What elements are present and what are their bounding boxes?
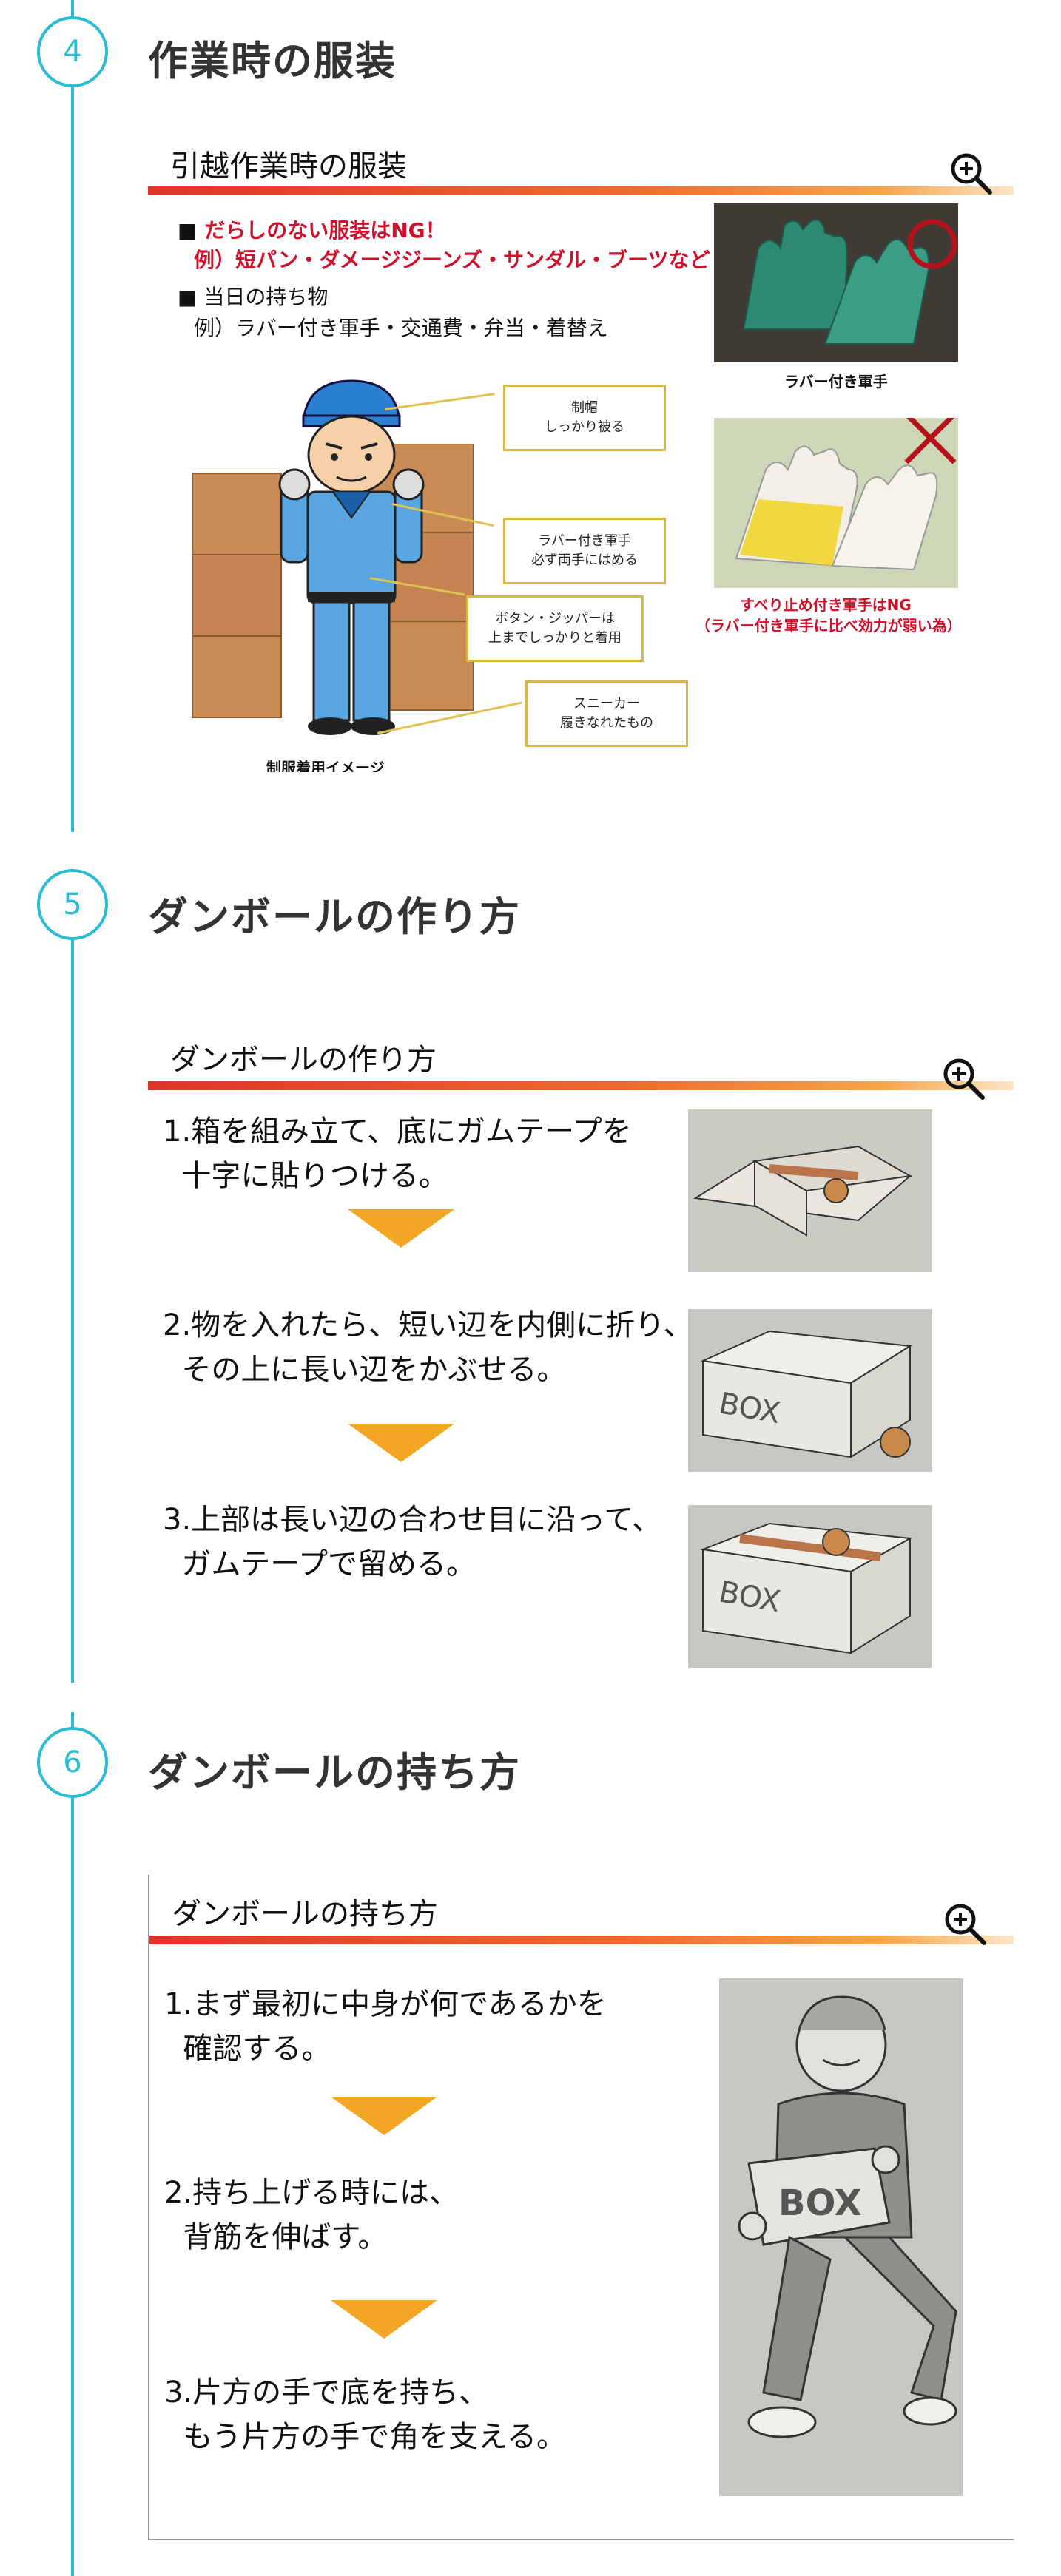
carrying-step-2: 2.持ち上げる時には、 背筋を伸ばす。 [164, 2176, 459, 2254]
uniform-figure-caption: 制服着用イメージ [266, 759, 385, 772]
man-carrying-box-illustration: BOX [719, 1978, 963, 2496]
bullet-belongings-examples: 例）ラバー付き軍手・交通費・弁当・着替え [194, 316, 608, 340]
slide-title-underline [149, 1936, 1014, 1944]
slide-title-underline [148, 186, 1014, 195]
callout-text: ラバー付き軍手 必ず両手にはめる [531, 533, 638, 568]
bullet-marker: ■ [178, 218, 198, 243]
step-number-circle: 4 [37, 16, 108, 87]
ok-circle-icon [907, 219, 957, 269]
non-slip-gloves-caption: すべり止め付き軍手はNG [740, 596, 912, 614]
callout-gloves: ラバー付き軍手 必ず両手にはめる [503, 518, 666, 584]
timeline-line [71, 1712, 74, 2576]
section-title: ダンボールの作り方 [148, 893, 521, 940]
box-flaps-folding-photo: BOX [688, 1309, 932, 1472]
bullet-marker: ■ [178, 285, 198, 309]
rubber-gloves-photo [714, 203, 958, 362]
zoom-in-icon[interactable] [941, 1900, 988, 1947]
slide-title: 引越作業時の服装 [170, 149, 407, 183]
callout-sneakers: スニーカー 履きなれたもの [525, 680, 688, 747]
zoom-in-icon[interactable] [947, 149, 994, 197]
callout-text: スニーカー 履きなれたもの [560, 696, 653, 731]
slide-title: ダンボールの作り方 [170, 1043, 437, 1077]
box-bottom-taping-photo [688, 1109, 932, 1272]
assembly-step-1: 1.箱を組み立て、底にガムテープを 十字に貼りつける。 [163, 1115, 632, 1193]
step-number-circle: 5 [37, 869, 108, 940]
assembly-step-2: 2.物を入れたら、短い辺を内側に折り、 その上に長い辺をかぶせる。 [163, 1308, 693, 1387]
bullet-text: だらしのない服装はNG！ [204, 218, 446, 243]
down-arrow-icon [348, 1424, 454, 1462]
box-label: BOX [778, 2183, 862, 2224]
box-top-taping-photo: BOX [688, 1505, 932, 1668]
slide-box-assembly: ダンボールの作り方 1.箱を組み立て、底にガムテープを 十字に貼りつける。 2.… [148, 1013, 1014, 1679]
callout-buttons: ボタン・ジッパーは 上までしっかりと着用 [466, 595, 644, 662]
section-title: 作業時の服装 [148, 38, 397, 84]
step-number-circle: 6 [37, 1727, 108, 1798]
callout-text: 制帽 しっかり被る [545, 400, 624, 435]
non-slip-gloves-caption-note: （ラバー付き軍手に比べ効力が弱い為） [695, 617, 962, 635]
down-arrow-icon [331, 2097, 437, 2135]
slide-box-carrying: ダンボールの持ち方 1.まず最初に中身が何であるかを 確認する。 2.持ち上げる… [148, 1875, 1014, 2540]
down-arrow-icon [331, 2300, 437, 2339]
carrying-step-3: 3.片方の手で底を持ち、 もう片方の手で角を支える。 [164, 2376, 567, 2454]
bullet-text: 当日の持ち物 [203, 285, 329, 309]
zoom-in-icon[interactable] [940, 1055, 987, 1102]
down-arrow-icon [348, 1209, 454, 1248]
timeline-line [71, 0, 74, 832]
bullet-ng-examples: 例）短パン・ダメージジーンズ・サンダル・ブーツなど [194, 248, 710, 272]
timeline-line [71, 869, 74, 1683]
bullet-ng-clothing: ■ だらしのない服装はNG！ [178, 214, 446, 244]
cardboard-boxes-illustration [192, 444, 474, 718]
section-title: ダンボールの持ち方 [148, 1749, 521, 1796]
assembly-step-3: 3.上部は長い辺の合わせ目に沿って、 ガムテープで留める。 [163, 1503, 662, 1581]
slide-title: ダンボールの持ち方 [172, 1897, 438, 1931]
bullet-belongings: ■ 当日の持ち物 [178, 281, 328, 311]
callout-cap: 制帽 しっかり被る [503, 385, 666, 451]
ng-cross-icon [904, 418, 957, 464]
non-slip-gloves-photo [714, 418, 958, 588]
glove-icon [742, 219, 930, 345]
callout-text: ボタン・ジッパーは 上までしっかりと着用 [488, 611, 622, 646]
carrying-step-1: 1.まず最初に中身が何であるかを 確認する。 [164, 1987, 607, 2066]
rubber-gloves-caption: ラバー付き軍手 [784, 373, 888, 391]
worker-in-uniform-illustration [278, 379, 425, 735]
slide-work-clothing: 引越作業時の服装 ■ だらしのない服装はNG！ 例）短パン・ダメージジーンズ・サ… [148, 133, 1014, 784]
glove-icon [735, 445, 938, 571]
slide-title-underline [148, 1081, 1014, 1090]
